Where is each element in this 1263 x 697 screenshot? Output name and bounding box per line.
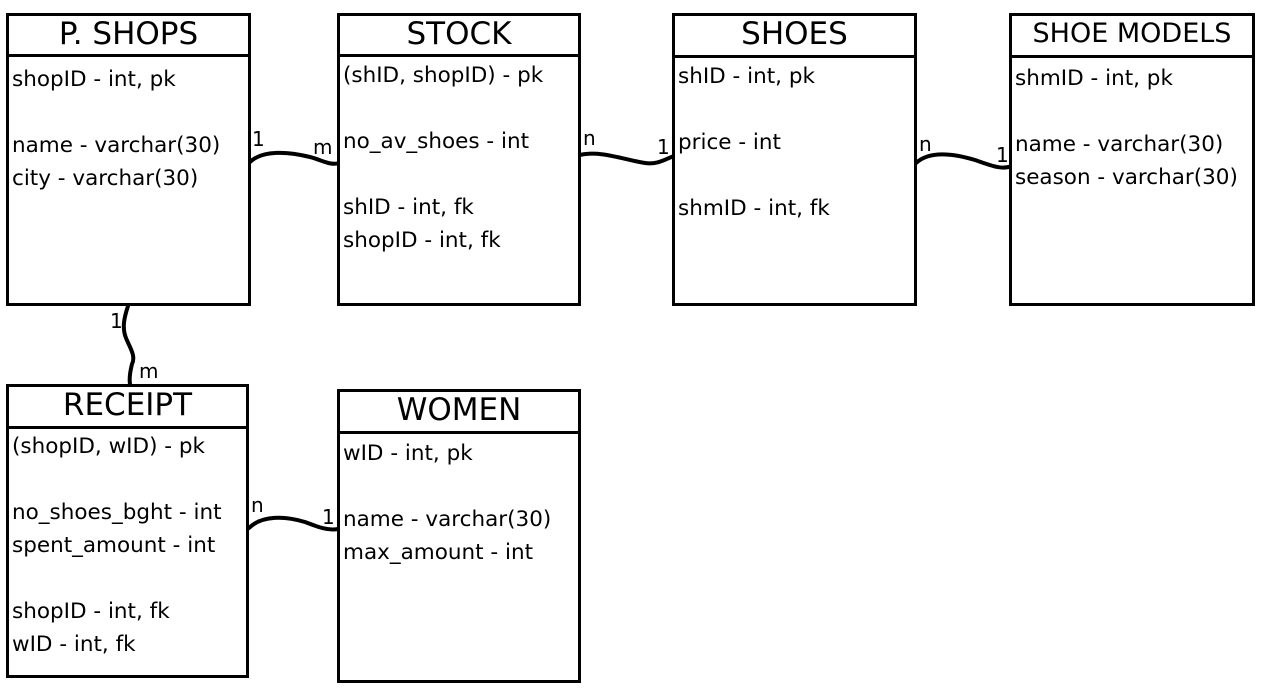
- connector-stock-shoes: [578, 151, 677, 166]
- entity-shoe-models: SHOE MODELS shmID - int, pk name - varch…: [1009, 13, 1255, 306]
- cardinality-label: n: [919, 132, 932, 156]
- connector-shops-receipt: [121, 304, 136, 386]
- entity-stock: STOCK (shID, shopID) - pk no_av_shoes - …: [337, 13, 581, 306]
- attribute: spent_amount - int: [12, 533, 216, 558]
- attribute: name - varchar(30): [12, 133, 221, 158]
- attribute: season - varchar(30): [1015, 165, 1238, 190]
- attribute: no_av_shoes - int: [343, 129, 530, 154]
- attribute: city - varchar(30): [12, 166, 199, 191]
- attribute: shopID - int, fk: [343, 228, 501, 253]
- cardinality-label: 1: [322, 505, 335, 529]
- cardinality-label: 1: [110, 309, 123, 333]
- entity-title: P. SHOPS: [9, 16, 248, 57]
- attribute: shopID - int, fk: [12, 599, 170, 624]
- entity-title: STOCK: [340, 16, 578, 57]
- attribute: no_shoes_bght - int: [12, 500, 222, 525]
- connector-receipt-women: [247, 515, 340, 532]
- attribute: shID - int, pk: [678, 64, 815, 89]
- attribute: wID - int, fk: [12, 632, 136, 657]
- attribute: shmID - int, fk: [678, 196, 830, 221]
- attribute: name - varchar(30): [1015, 132, 1224, 157]
- entity-title: SHOE MODELS: [1012, 16, 1252, 58]
- cardinality-label: m: [139, 359, 159, 383]
- connector-shops-stock: [247, 150, 342, 166]
- connector-shoes-shoemodels: [914, 152, 1014, 170]
- cardinality-label: n: [583, 126, 596, 150]
- attribute: (shopID, wID) - pk: [12, 434, 205, 459]
- entity-title: SHOES: [675, 16, 914, 58]
- cardinality-label: m: [313, 135, 333, 159]
- entity-shoes: SHOES shID - int, pk price - int shmID -…: [672, 13, 917, 306]
- attribute: shmID - int, pk: [1015, 66, 1173, 91]
- attribute: name - varchar(30): [343, 507, 552, 532]
- entity-women: WOMEN wID - int, pk name - varchar(30) m…: [337, 389, 581, 683]
- attribute: price - int: [678, 130, 781, 155]
- entity-title: RECEIPT: [9, 387, 246, 429]
- attribute: shopID - int, pk: [12, 67, 176, 92]
- cardinality-label: 1: [657, 135, 670, 159]
- entity-receipt: RECEIPT (shopID, wID) - pk no_shoes_bght…: [6, 384, 249, 678]
- attribute: wID - int, pk: [343, 441, 473, 466]
- entity-title: WOMEN: [340, 392, 578, 434]
- attribute: (shID, shopID) - pk: [343, 63, 544, 88]
- attribute: shID - int, fk: [343, 195, 474, 220]
- cardinality-label: 1: [252, 127, 265, 151]
- entity-shops: P. SHOPS shopID - int, pk name - varchar…: [6, 13, 251, 306]
- attribute: max_amount - int: [343, 540, 534, 565]
- cardinality-label: 1: [996, 143, 1009, 167]
- cardinality-label: n: [251, 493, 264, 517]
